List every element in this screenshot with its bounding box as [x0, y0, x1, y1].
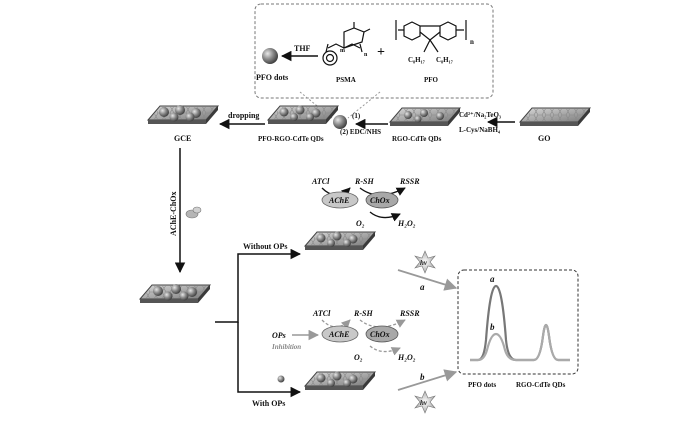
pfo-rgo-plate [267, 105, 339, 125]
go-plate [519, 107, 591, 127]
spectrum-pfo-label: PFO dots [468, 381, 496, 389]
step-2-label: (2) EDC/NHS [340, 128, 381, 136]
h2o2-bottom: H₂O₂ [397, 353, 416, 362]
atcl-top: ATCl [311, 177, 330, 186]
chox-top: ChOx [370, 196, 390, 205]
spectrum-rgo-label: RGO-CdTe QDs [516, 381, 566, 389]
ache-blob-top [321, 191, 359, 209]
ops-label: OPs [272, 331, 286, 340]
spectrum-border [457, 269, 579, 375]
synthesis-inset: THF PFO dots m n PSMA + n C₈H₁₇ C₈H₁₇ PF… [254, 3, 494, 99]
atcl-bottom: ATCl [312, 309, 331, 318]
spectrum-curve-a [470, 284, 570, 362]
electrode-without-ops [304, 231, 376, 251]
chox-blob-bottom [365, 325, 399, 343]
inset-dashed-border [254, 3, 494, 99]
peak-a-label: a [490, 274, 495, 284]
chox-blob-top [365, 191, 399, 209]
psma-m-subscript: m [340, 48, 345, 54]
pfo-label: PFO [424, 76, 439, 84]
dropping-label: dropping [228, 111, 259, 120]
with-ops-label: With OPs [252, 399, 285, 408]
modified-electrode-plate [139, 284, 211, 304]
reagent-line-2: L-Cys/NaBH₄ [459, 126, 501, 134]
psma-n-subscript: n [364, 52, 368, 58]
ops-molecule-icon [277, 375, 285, 383]
inset-pointer-left [299, 91, 333, 119]
ache-top: AChE [328, 196, 349, 205]
hv-bottom: hv [420, 399, 428, 407]
arrow-a-label: a [420, 282, 425, 292]
arrow-b-label: b [420, 372, 425, 382]
gce-plate [147, 105, 219, 125]
ache-blob-bottom [321, 325, 359, 343]
rgo-cdte-label: RGO-CdTe QDs [392, 135, 442, 143]
c8h17-right: C₈H₁₇ [436, 56, 453, 64]
inhibition-label: Inhibition [271, 343, 301, 351]
electrode-with-ops [304, 371, 376, 391]
rsh-top: R-SH [354, 177, 374, 186]
ache-bottom: AChE [328, 330, 349, 339]
pathway-without-ops: ATCl R-SH RSSR AChE ChOx O₂ H₂O₂ [311, 177, 420, 228]
pfo-structure [395, 20, 467, 53]
rsh-bottom: R-SH [353, 309, 373, 318]
pfo-n-subscript: n [470, 38, 474, 46]
rssr-top: RSSR [399, 177, 420, 186]
spectrum-curve-b [470, 323, 570, 362]
step-1-label: (1) [352, 112, 361, 120]
hv-star-top: hv [414, 250, 436, 274]
branch-without-line [215, 248, 302, 323]
o2-bottom: O₂ [354, 353, 363, 362]
pathway-with-ops: ATCl R-SH RSSR AChE ChOx O₂ H₂O₂ OPs Inh… [271, 309, 420, 362]
reagent-line-1: Cd²⁺/Na₂TeO₃ [459, 111, 501, 119]
hv-star-bottom: hv [414, 390, 436, 414]
plus-sign: + [377, 45, 385, 60]
arrow-a [397, 269, 458, 291]
enzyme-icon [185, 206, 202, 219]
hv-top: hv [420, 259, 428, 267]
o2-top: O₂ [356, 219, 365, 228]
psma-structure [322, 22, 371, 66]
pfo-dot-icon [262, 48, 278, 64]
peak-b-label: b [490, 322, 495, 332]
rssr-bottom: RSSR [399, 309, 420, 318]
rgo-cdte-plate [389, 107, 461, 127]
fluorescence-spectrum: a b [457, 269, 579, 375]
chox-top-bottom: ChOx [370, 330, 390, 339]
gce-label: GCE [174, 134, 191, 143]
c8h17-left: C₈H₁₇ [408, 56, 425, 64]
arrow-b [397, 369, 458, 391]
psma-label: PSMA [336, 76, 356, 84]
ache-chox-label: AChE-ChOx [169, 192, 178, 236]
inset-pointer-right [347, 91, 381, 119]
branch-with-line [237, 322, 302, 398]
h2o2-top: H₂O₂ [397, 219, 416, 228]
pfo-dot-particle [333, 115, 347, 129]
thf-label: THF [294, 44, 311, 53]
go-label: GO [538, 134, 550, 143]
without-ops-label: Without OPs [243, 242, 288, 251]
pfo-rgo-label: PFO-RGO-CdTe QDs [258, 135, 324, 143]
pfo-dots-inset-label: PFO dots [256, 73, 288, 82]
